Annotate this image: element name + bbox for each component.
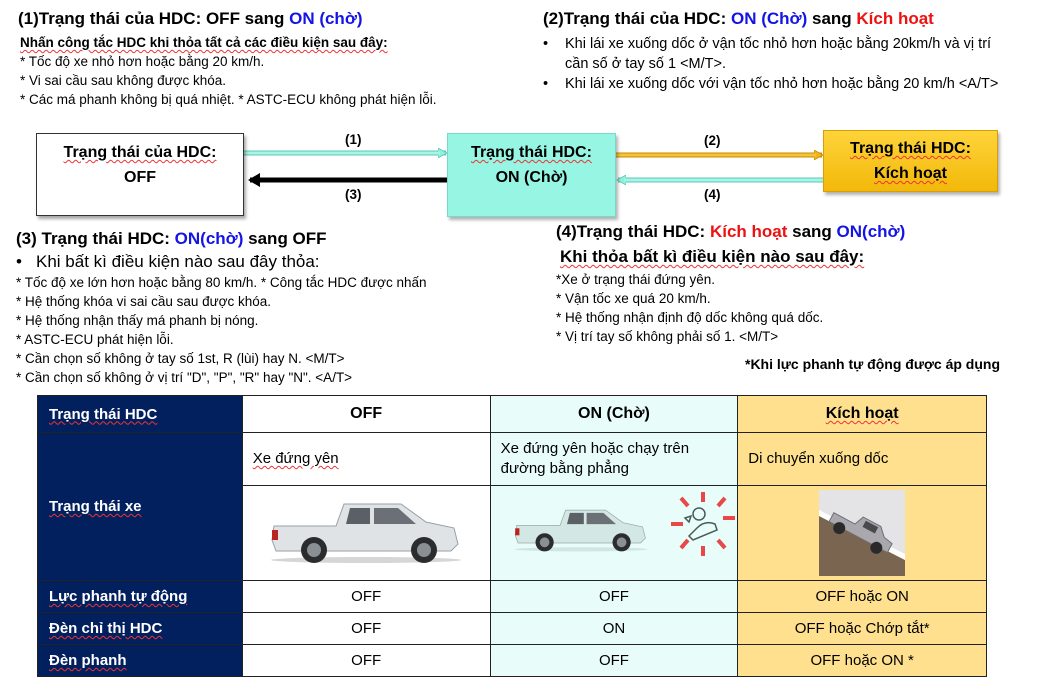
bullet-item: •Khi lái xe xuống dốc ở vận tốc nhỏ hơn …: [543, 36, 992, 52]
section3-title-from: ON(chờ): [174, 229, 244, 248]
vehicle-state-off: Xe đứng yên: [241, 432, 491, 486]
state-arrows: [244, 0, 1060, 187]
section1-title-highlight: ON (chờ): [289, 9, 363, 28]
cell-on: ON: [489, 612, 739, 645]
section3-bullet: •Khi bất kì điều kiện nào sau đây thỏa:: [16, 252, 320, 271]
cell-active: OFF hoặc ON *: [737, 644, 987, 677]
section4-title-mid: sang: [787, 222, 837, 241]
bullet-item: •Khi lái xe xuống dốc với vận tốc nhỏ hơ…: [543, 76, 999, 92]
table-row-vehicle-images: [38, 485, 987, 581]
state-off-line2: OFF: [124, 169, 156, 186]
vehicle-state-label: Trạng thái xe: [49, 498, 142, 515]
pickup-truck-icon: [271, 503, 462, 563]
section2-title-from: ON (Chờ): [730, 9, 808, 28]
cell-off: OFF: [241, 580, 491, 613]
condition-item: * Tốc độ xe nhỏ hơn hoặc bằng 20 km/h.: [20, 54, 265, 69]
header-label: Trạng thái HDC: [37, 395, 243, 433]
table-header-row: Trạng thái HDC OFF ON (Chờ) Kích hoạt: [37, 395, 987, 433]
cell-off: OFF: [241, 612, 491, 645]
bullet-text: Khi lái xe xuống dốc với vận tốc nhỏ hơn…: [565, 76, 999, 92]
arrow-1-label: (1): [345, 132, 362, 147]
state-off-line1: Trạng thái của HDC:: [63, 144, 217, 161]
condition-item: * Cần chọn số không ở vị trí "D", "P", "…: [16, 370, 353, 385]
section1-title: (1)Trạng thái của HDC: OFF sang ON (chờ): [18, 9, 363, 29]
cell-active: OFF hoặc Chớp tắt*: [737, 612, 987, 645]
section2-bullets: •Khi lái xe xuống dốc ở vận tốc nhỏ hơn …: [543, 34, 998, 94]
condition-item: * Các má phanh không bị quá nhiệt. * AST…: [20, 92, 437, 107]
section3-title-text: (3) Trạng thái HDC:: [16, 229, 175, 248]
state-box-off: Trạng thái của HDC: OFF: [36, 133, 244, 216]
row-label: Lực phanh tự động: [37, 580, 243, 613]
section4-title-from: Kích hoạt: [709, 222, 788, 241]
vehicle-image-on-cell: [489, 485, 739, 581]
table-row: Đèn chỉ thị HDC OFF ON OFF hoặc Chớp tắt…: [37, 612, 987, 645]
section4-title: (4)Trạng thái HDC: Kích hoạt sang ON(chờ…: [556, 222, 905, 242]
section3-title: (3) Trạng thái HDC: ON(chờ) sang OFF: [16, 229, 327, 249]
condition-item: * Vận tốc xe quá 20 km/h.: [556, 291, 711, 306]
condition-item: * Hệ thống nhận định độ dốc không quá dố…: [556, 310, 824, 325]
condition-item: * Hệ thống nhận thấy má phanh bị nóng.: [16, 313, 259, 328]
section4-title-text: (4)Trạng thái HDC:: [556, 222, 710, 241]
hdc-status-table: Trạng thái HDC OFF ON (Chờ) Kích hoạt Tr…: [37, 395, 987, 677]
state-box-active: Trạng thái HDC: Kích hoạt: [823, 130, 998, 192]
state-box-on: Trạng thái HDC: ON (Chờ): [447, 133, 616, 217]
condition-item: * Hệ thống khóa vi sai cầu sau được khóa…: [16, 294, 272, 309]
vehicle-state-active: Di chuyển xuống dốc: [737, 432, 987, 486]
condition-item: * Vi sai cầu sau không được khóa.: [20, 73, 227, 88]
truck-downhill-icon: [819, 490, 906, 576]
section2-title-text: (2)Trạng thái của HDC:: [543, 9, 731, 28]
section4-subtitle: Khi thỏa bất kì điều kiện nào sau đây:: [560, 247, 865, 266]
row-label-vehicle-state: Trạng thái xe: [37, 432, 243, 581]
condition-item: *Xe ở trạng thái đứng yên.: [556, 272, 715, 287]
section3-conditions: * Tốc độ xe lớn hơn hoặc bằng 80 km/h. *…: [16, 273, 427, 387]
state-on-line1: Trạng thái HDC:: [471, 144, 592, 161]
bullet-text: Khi lái xe xuống dốc ở vận tốc nhỏ hơn h…: [565, 36, 992, 52]
table-row: Đèn phanh OFF OFF OFF hoặc ON *: [37, 644, 987, 677]
section3-bullet-text: Khi bất kì điều kiện nào sau đây thỏa:: [36, 252, 320, 271]
bullet-item-continued: cần số ở tay số 1 <M/T>.: [565, 56, 727, 72]
cell-on: OFF: [489, 644, 739, 677]
section2-title-to: Kích hoạt: [856, 9, 934, 28]
state-on-line2: ON (Chờ): [495, 169, 568, 186]
pickup-truck-icon: [514, 509, 648, 552]
arrow-3-label: (3): [345, 187, 362, 202]
state-active-line1: Trạng thái HDC:: [850, 140, 971, 157]
section3-title-suffix: sang OFF: [243, 229, 327, 248]
cell-off: OFF: [241, 644, 491, 677]
row-label: Đèn phanh: [37, 644, 243, 677]
condition-item: * Vị trí tay số không phải số 1. <M/T>: [556, 329, 779, 344]
section1-conditions: * Tốc độ xe nhỏ hơn hoặc bằng 20 km/h. *…: [20, 52, 437, 109]
section2-title-mid: sang: [807, 9, 857, 28]
arrow-2-label: (2): [704, 133, 721, 148]
condition-item: * Cần chọn số không ở tay số 1st, R (lùi…: [16, 351, 345, 366]
cell-on: OFF: [489, 580, 739, 613]
hdc-indicator-flashing-icon: [670, 492, 735, 556]
row-label: Đèn chỉ thị HDC: [37, 612, 243, 645]
column-header-on: ON (Chờ): [489, 395, 739, 433]
section4-title-to: ON(chờ): [836, 222, 906, 241]
table-row: Lực phanh tự động OFF OFF OFF hoặc ON: [37, 580, 987, 613]
column-header-off: OFF: [241, 395, 491, 433]
section2-title: (2)Trạng thái của HDC: ON (Chờ) sang Kíc…: [543, 9, 934, 29]
section1-title-text: (1)Trạng thái của HDC: OFF sang: [18, 9, 290, 28]
state-active-line2: Kích hoạt: [874, 165, 947, 182]
vehicle-image-off-cell: [241, 485, 491, 581]
condition-item: * Tốc độ xe lớn hơn hoặc bằng 80 km/h. *…: [16, 275, 427, 290]
section4-conditions: *Xe ở trạng thái đứng yên. * Vận tốc xe …: [556, 270, 823, 346]
vehicle-image-active-cell: [737, 485, 987, 581]
arrow-4-label: (4): [704, 187, 721, 202]
section1-subtitle: Nhấn công tắc HDC khi thỏa tất cả các đi…: [20, 35, 388, 50]
column-header-active: Kích hoạt: [737, 395, 987, 433]
cell-active: OFF hoặc ON: [737, 580, 987, 613]
table-row-vehicle-state: Trạng thái xe Xe đứng yên Xe đứng yên ho…: [37, 432, 987, 581]
condition-item: * ASTC-ECU phát hiện lỗi.: [16, 332, 174, 347]
vehicle-state-on: Xe đứng yên hoặc chạy trên đường bằng ph…: [489, 432, 739, 486]
section4-footnote: *Khi lực phanh tự động được áp dụng: [745, 356, 1001, 372]
